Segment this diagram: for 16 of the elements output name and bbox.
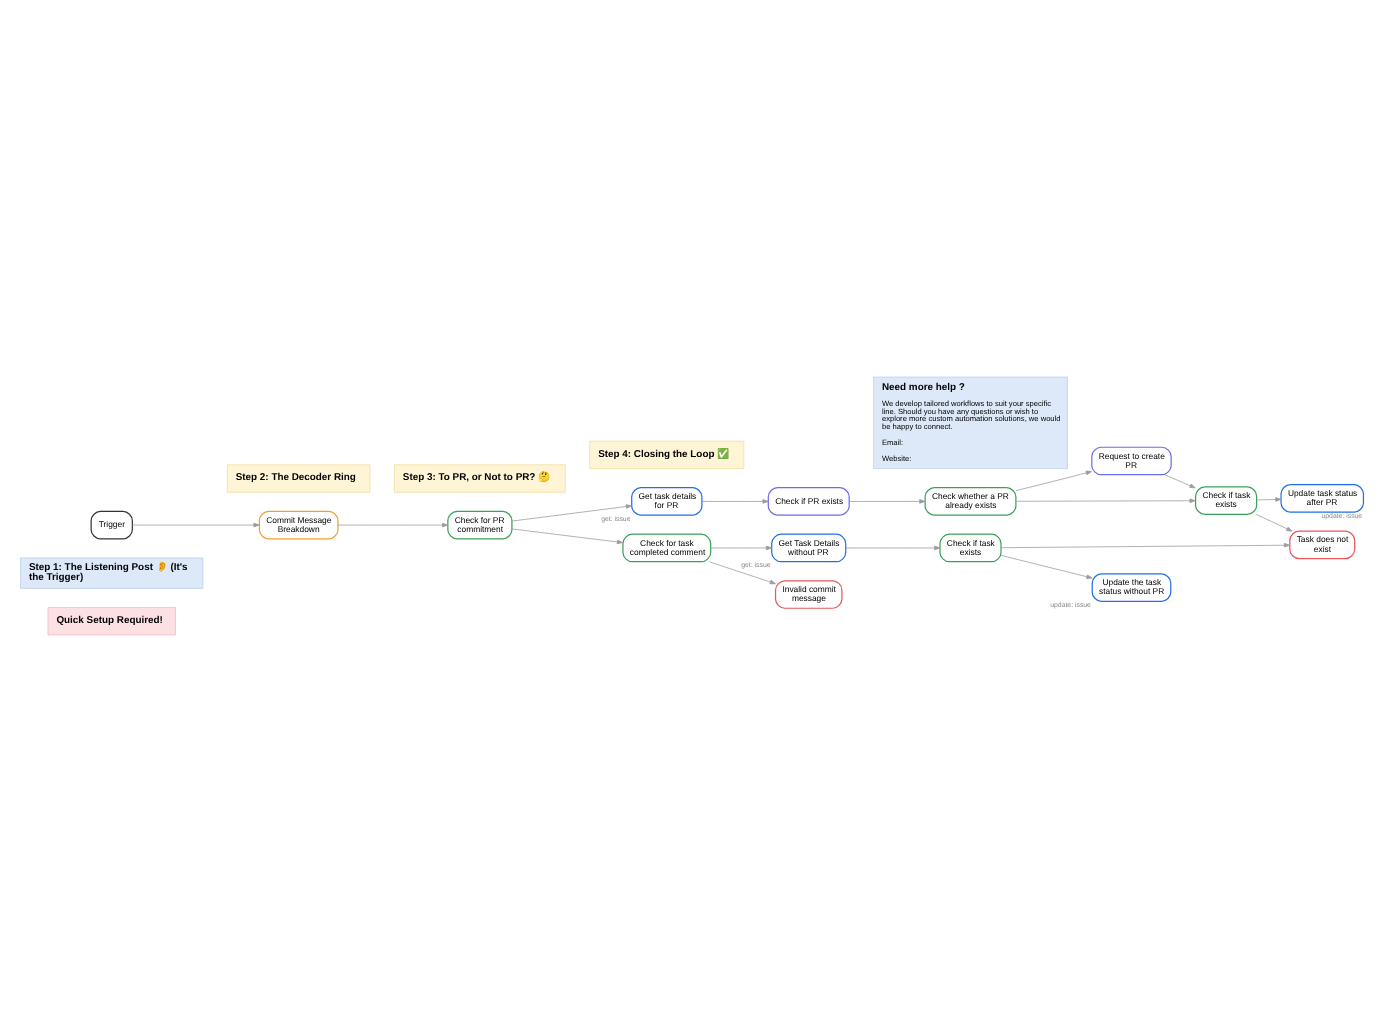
arrow	[1256, 496, 1282, 501]
arrow	[848, 498, 926, 503]
arrow	[1000, 554, 1093, 578]
arrow	[710, 544, 773, 550]
arrow	[1255, 513, 1293, 531]
arrow	[1015, 497, 1196, 502]
arrow	[1000, 542, 1291, 548]
arrow	[1015, 469, 1092, 490]
arrow	[511, 503, 632, 521]
arrow	[337, 521, 449, 527]
arrow	[1164, 473, 1196, 488]
arrow	[131, 521, 260, 527]
arrow	[701, 498, 769, 503]
arrow	[845, 544, 941, 550]
arrow	[511, 527, 623, 544]
arrow	[708, 560, 776, 584]
